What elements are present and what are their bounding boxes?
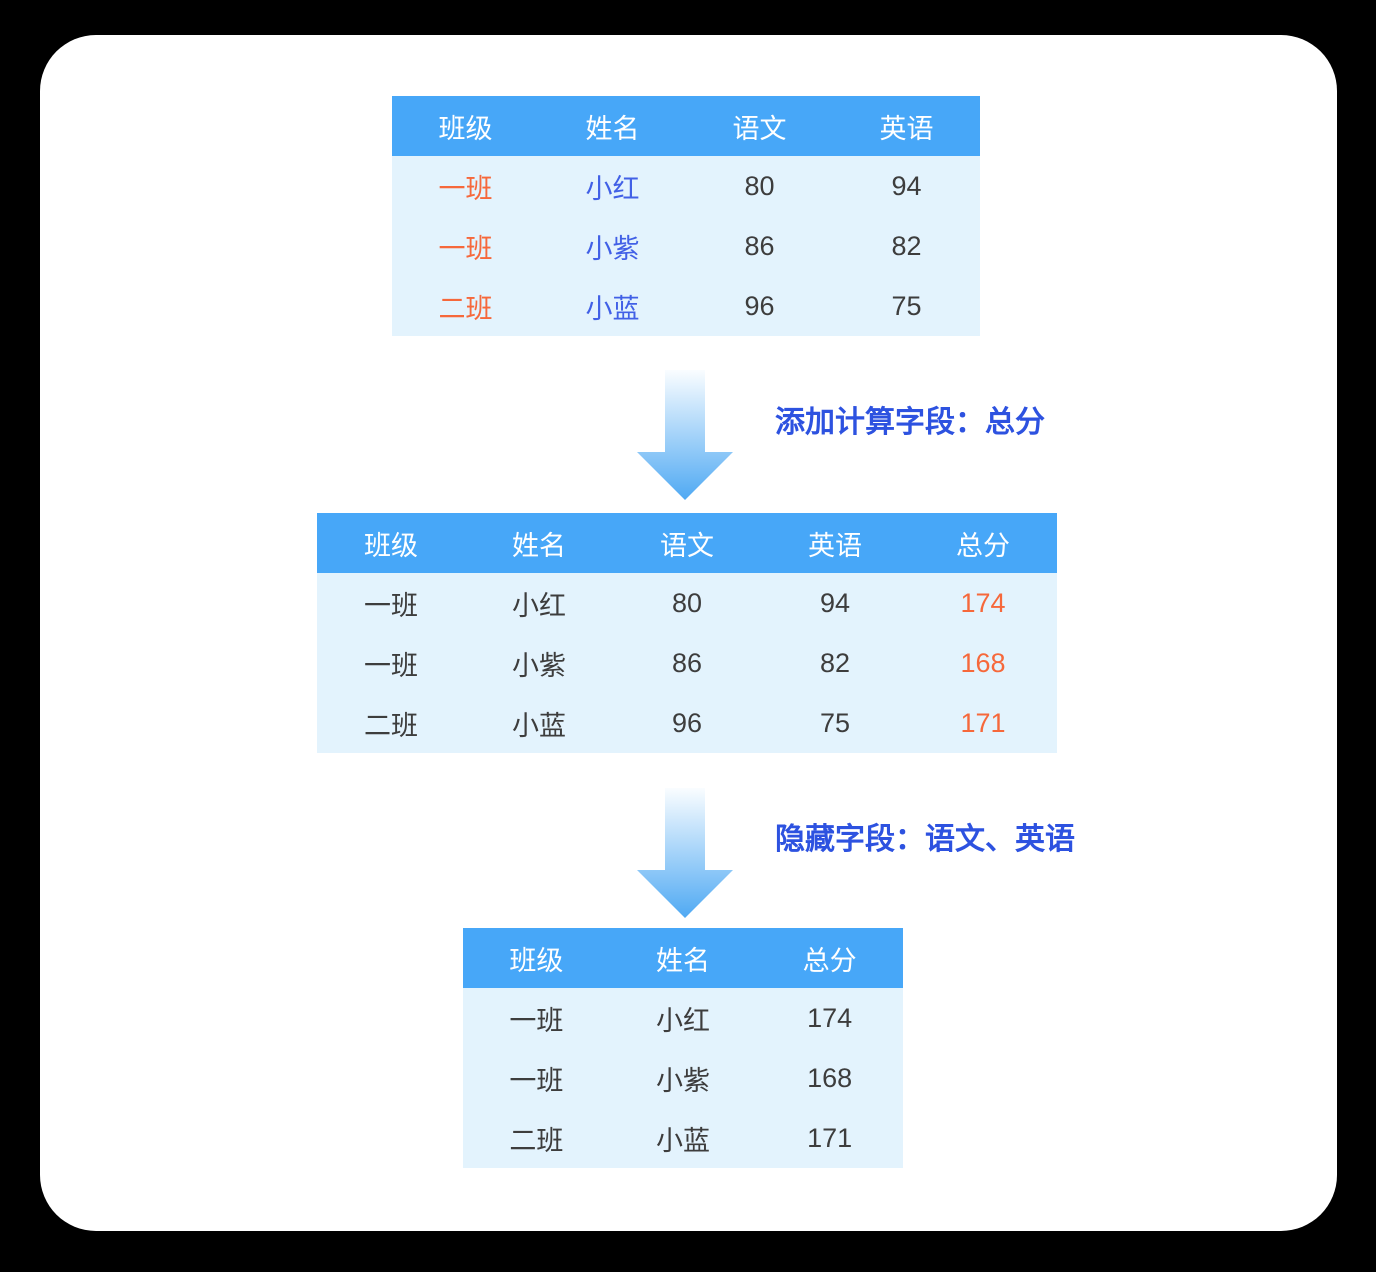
cell-english-score: 75 xyxy=(891,290,922,321)
cell-total-score: 171 xyxy=(807,1122,853,1153)
cell-class: 二班 xyxy=(509,1125,564,1156)
column-header-chinese: 语文 xyxy=(732,113,787,144)
table-row: 一班 小紫 86 82 xyxy=(392,216,980,276)
column-header-class: 班级 xyxy=(438,113,493,144)
cell-chinese-score: 80 xyxy=(671,587,703,618)
cell-total-score: 171 xyxy=(960,707,1006,738)
cell-total-score: 168 xyxy=(960,647,1006,678)
table-hidden-body: 一班 小红 174 一班 小紫 168 二班 小蓝 171 xyxy=(463,988,903,1168)
cell-class: 二班 xyxy=(438,293,493,324)
down-arrow-icon xyxy=(637,370,733,500)
column-header-name: 姓名 xyxy=(656,945,710,976)
cell-name: 小红 xyxy=(512,590,566,621)
cell-name: 小蓝 xyxy=(585,293,640,324)
table-hidden-header-row: 班级 姓名 总分 xyxy=(463,928,903,988)
cell-total-score: 174 xyxy=(960,587,1006,618)
table-row: 一班 小紫 86 82 168 xyxy=(317,633,1057,693)
cell-chinese-score: 96 xyxy=(744,290,775,321)
table-source: 班级 姓名 语文 英语 一班 小红 80 94 一班 小紫 86 82 二班 小… xyxy=(392,96,980,336)
table-with-total-header-row: 班级 姓名 语文 英语 总分 xyxy=(317,513,1057,573)
cell-name: 小紫 xyxy=(512,650,566,681)
table-row: 二班 小蓝 96 75 xyxy=(392,276,980,336)
step-label-hide-fields: 隐藏字段：语文、英语 xyxy=(775,823,1075,856)
cell-english-score: 94 xyxy=(891,170,922,201)
table-row: 一班 小紫 168 xyxy=(463,1048,903,1108)
cell-english-score: 75 xyxy=(819,707,851,738)
table-row: 一班 小红 80 94 xyxy=(392,156,980,216)
table-with-total: 班级 姓名 语文 英语 总分 一班 小红 80 94 174 一班 小紫 86 … xyxy=(317,513,1057,753)
table-hidden-fields: 班级 姓名 总分 一班 小红 174 一班 小紫 168 二班 小蓝 171 xyxy=(463,928,903,1168)
table-row: 二班 小蓝 96 75 171 xyxy=(317,693,1057,753)
down-arrow-icon xyxy=(637,788,733,918)
cell-name: 小蓝 xyxy=(656,1125,710,1156)
cell-chinese-score: 96 xyxy=(671,707,703,738)
cell-name: 小紫 xyxy=(656,1065,710,1096)
table-row: 二班 小蓝 171 xyxy=(463,1108,903,1168)
table-row: 一班 小红 80 94 174 xyxy=(317,573,1057,633)
table-source-body: 一班 小红 80 94 一班 小紫 86 82 二班 小蓝 96 75 xyxy=(392,156,980,336)
table-source-header-row: 班级 姓名 语文 英语 xyxy=(392,96,980,156)
step-label-add-calculated-field: 添加计算字段：总分 xyxy=(775,406,1045,439)
cell-chinese-score: 80 xyxy=(744,170,775,201)
table-with-total-body: 一班 小红 80 94 174 一班 小紫 86 82 168 二班 小蓝 96… xyxy=(317,573,1057,753)
diagram-card: 班级 姓名 语文 英语 一班 小红 80 94 一班 小紫 86 82 二班 小… xyxy=(40,35,1337,1231)
column-header-total: 总分 xyxy=(802,945,857,976)
cell-chinese-score: 86 xyxy=(744,230,775,261)
column-header-chinese: 语文 xyxy=(660,530,714,561)
cell-name: 小蓝 xyxy=(512,710,566,741)
cell-total-score: 174 xyxy=(807,1002,853,1033)
cell-name: 小紫 xyxy=(585,233,640,264)
cell-class: 一班 xyxy=(509,1005,564,1036)
cell-class: 一班 xyxy=(364,590,418,621)
cell-total-score: 168 xyxy=(807,1062,853,1093)
cell-class: 一班 xyxy=(364,650,418,681)
cell-name: 小红 xyxy=(585,173,640,204)
cell-class: 一班 xyxy=(509,1065,564,1096)
column-header-english: 英语 xyxy=(879,113,934,144)
cell-english-score: 82 xyxy=(819,647,851,678)
cell-chinese-score: 86 xyxy=(671,647,703,678)
column-header-english: 英语 xyxy=(808,530,862,561)
column-header-class: 班级 xyxy=(509,945,564,976)
column-header-name: 姓名 xyxy=(585,113,640,144)
table-row: 一班 小红 174 xyxy=(463,988,903,1048)
cell-class: 二班 xyxy=(364,710,418,741)
cell-english-score: 82 xyxy=(891,230,922,261)
cell-class: 一班 xyxy=(438,233,493,264)
column-header-class: 班级 xyxy=(364,530,418,561)
cell-class: 一班 xyxy=(438,173,493,204)
cell-name: 小红 xyxy=(656,1005,710,1036)
column-header-name: 姓名 xyxy=(512,530,566,561)
cell-english-score: 94 xyxy=(819,587,851,618)
column-header-total: 总分 xyxy=(956,530,1010,561)
